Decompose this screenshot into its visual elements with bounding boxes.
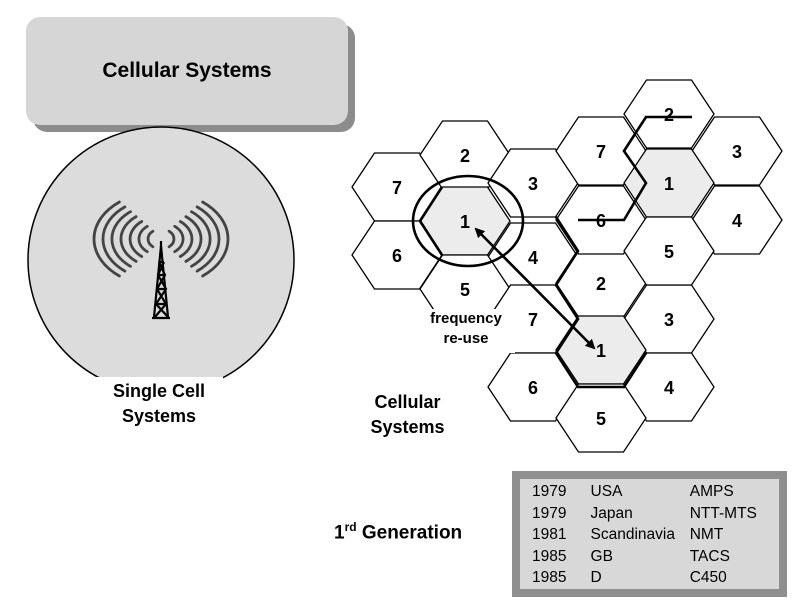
cell-label: 5 (664, 242, 674, 262)
cell-label: 7 (392, 178, 402, 198)
cell-label: 3 (732, 142, 742, 162)
cell-label: 6 (528, 378, 538, 398)
cell-label: 2 (596, 274, 606, 294)
cell-label: 2 (664, 105, 674, 125)
cell-label: 1 (460, 212, 470, 232)
cell-label: 2 (460, 146, 470, 166)
generation-label: 1rd Generation (334, 520, 462, 544)
cell-label: 4 (528, 248, 538, 268)
cell-label: 7 (528, 310, 538, 330)
cell-label: 6 (392, 246, 402, 266)
cell-label: 1 (664, 174, 674, 194)
cell-label: 5 (596, 409, 606, 429)
cellular-systems-caption: Cellular Systems (350, 388, 465, 444)
cell-label: 7 (596, 142, 606, 162)
cell-label: 1 (596, 341, 606, 361)
cell-label: 4 (732, 211, 742, 231)
cell-label: 5 (460, 280, 470, 300)
single-cell-caption: Single Cell Systems (95, 377, 223, 433)
cell-label: 3 (528, 174, 538, 194)
single-cell-circle (28, 127, 294, 393)
cell-label: 4 (664, 378, 674, 398)
cell-label: 3 (664, 310, 674, 330)
frequency-reuse-label: frequency re-use (417, 309, 515, 353)
